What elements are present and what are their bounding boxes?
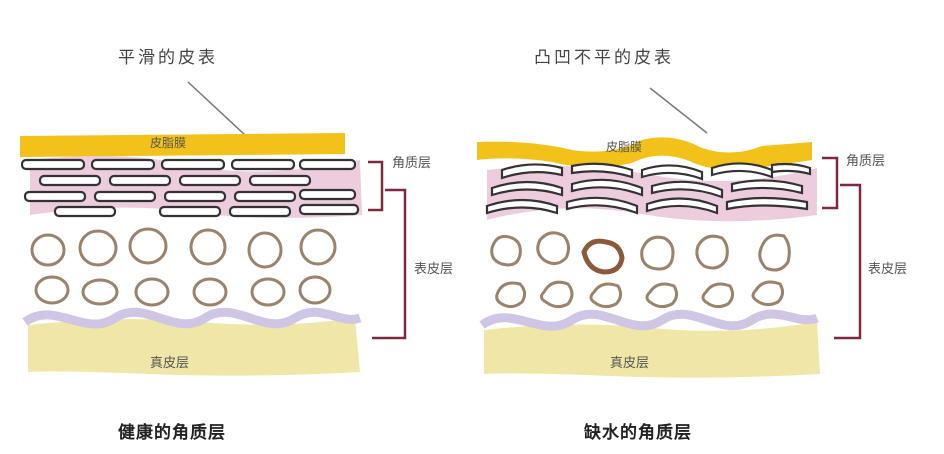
- sebum-film-band: [20, 133, 345, 157]
- corneocyte: [710, 162, 774, 179]
- dermis-label: 真皮层: [150, 356, 190, 371]
- sebum-film-band: [477, 137, 812, 171]
- dehydrated-skin-panel: 凸凹不平的皮表 皮脂膜 角质层 表皮层 真皮层 缺水的角质层: [472, 0, 944, 454]
- sebum-film-label: 皮脂膜: [606, 140, 643, 154]
- epidermal-cell: [539, 280, 574, 309]
- corneocyte: [20, 158, 86, 171]
- corneocyte: [645, 197, 719, 215]
- epidermal-cell: [695, 234, 729, 270]
- stratum-corneum-bracket: [822, 156, 839, 210]
- dehydrated-caption: 缺水的角质层: [584, 423, 692, 443]
- corneocyte: [565, 196, 639, 215]
- corneocyte: [730, 179, 804, 195]
- epidermal-cell: [495, 281, 527, 309]
- epidermal-cell: [247, 231, 283, 269]
- corneocyte: [298, 158, 357, 171]
- epidermal-cell: [701, 282, 735, 309]
- epidermal-cell: [758, 233, 791, 272]
- corneocyte: [53, 205, 117, 218]
- corneocyte: [230, 158, 296, 171]
- corneocyte: [490, 180, 564, 197]
- damaged-epidermal-cell: [581, 238, 625, 275]
- epidermal-cell: [589, 282, 623, 309]
- healthy-caption: 健康的角质层: [118, 423, 226, 443]
- epidermis-bracket: [372, 188, 407, 340]
- corneocyte: [770, 162, 812, 176]
- corneocyte: [570, 178, 644, 197]
- corneocyte-group: [485, 162, 812, 215]
- corneocyte: [298, 188, 357, 201]
- epidermal-cell: [536, 231, 571, 265]
- epidermal-cell: [640, 235, 675, 271]
- corneocyte: [233, 190, 297, 203]
- corneocyte: [38, 174, 102, 187]
- epidermal-cell: [192, 277, 228, 307]
- pointer-line: [649, 87, 708, 134]
- corneocyte: [160, 158, 226, 171]
- dermis-layer: [28, 318, 360, 376]
- healthy-skin-diagram: [20, 81, 407, 376]
- corneocyte: [108, 174, 172, 187]
- basal-layer-wave: [22, 307, 362, 329]
- corneocyte: [23, 190, 87, 203]
- corneocyte: [725, 196, 809, 211]
- corneocyte: [298, 203, 360, 216]
- epidermal-cell: [78, 229, 118, 267]
- epidermal-cell: [128, 227, 168, 265]
- epidermal-cell: [81, 278, 119, 306]
- dehydrated-skin-diagram: [477, 87, 862, 378]
- basal-layer-wave: [479, 309, 819, 331]
- corneocyte: [248, 174, 312, 187]
- corneocyte: [93, 190, 157, 203]
- sebum-film-label: 皮脂膜: [150, 136, 187, 150]
- epidermis-label: 表皮层: [414, 262, 454, 277]
- epidermis-bracket: [834, 183, 862, 340]
- epidermal-cells: [490, 231, 791, 309]
- corneocyte: [163, 190, 227, 203]
- epidermal-cell: [299, 228, 337, 266]
- stratum-corneum-label: 角质层: [846, 154, 886, 169]
- epidermal-cell: [751, 280, 785, 307]
- corneocyte: [640, 164, 704, 181]
- bracket-group: [822, 156, 862, 340]
- uneven-surface-note: 凸凹不平的皮表: [534, 48, 674, 68]
- stratum-corneum-label: 角质层: [392, 156, 432, 171]
- epidermal-cell: [189, 228, 227, 266]
- corneocyte-group: [20, 158, 360, 218]
- corneocyte: [500, 163, 564, 180]
- healthy-skin-panel: 平滑的皮表 皮脂膜 角质层 表皮层 真皮层 健康的角质层: [20, 48, 454, 443]
- epidermal-cell: [298, 275, 332, 305]
- epidermal-cell: [645, 282, 679, 309]
- epidermal-cells: [30, 227, 337, 307]
- corneocyte: [570, 162, 634, 179]
- corneocyte: [650, 180, 724, 199]
- epidermal-cell: [134, 277, 170, 307]
- dermis-label: 真皮层: [610, 356, 650, 371]
- dermis-layer: [484, 322, 820, 378]
- intercellular-lipid: [30, 156, 362, 218]
- corneocyte: [90, 158, 156, 171]
- epidermal-cell: [490, 234, 522, 267]
- epidermal-cell: [34, 275, 70, 305]
- bracket-group: [368, 160, 407, 340]
- epidermal-cell: [250, 277, 286, 307]
- epidermis-label: 表皮层: [868, 262, 908, 277]
- stratum-corneum-bracket: [368, 160, 384, 212]
- smooth-surface-note: 平滑的皮表: [118, 48, 218, 68]
- pointer-line: [187, 81, 246, 136]
- corneocyte: [158, 205, 222, 218]
- corneocyte: [485, 198, 559, 215]
- corneocyte: [228, 205, 292, 218]
- epidermal-cell: [30, 233, 66, 267]
- corneocyte: [178, 174, 242, 187]
